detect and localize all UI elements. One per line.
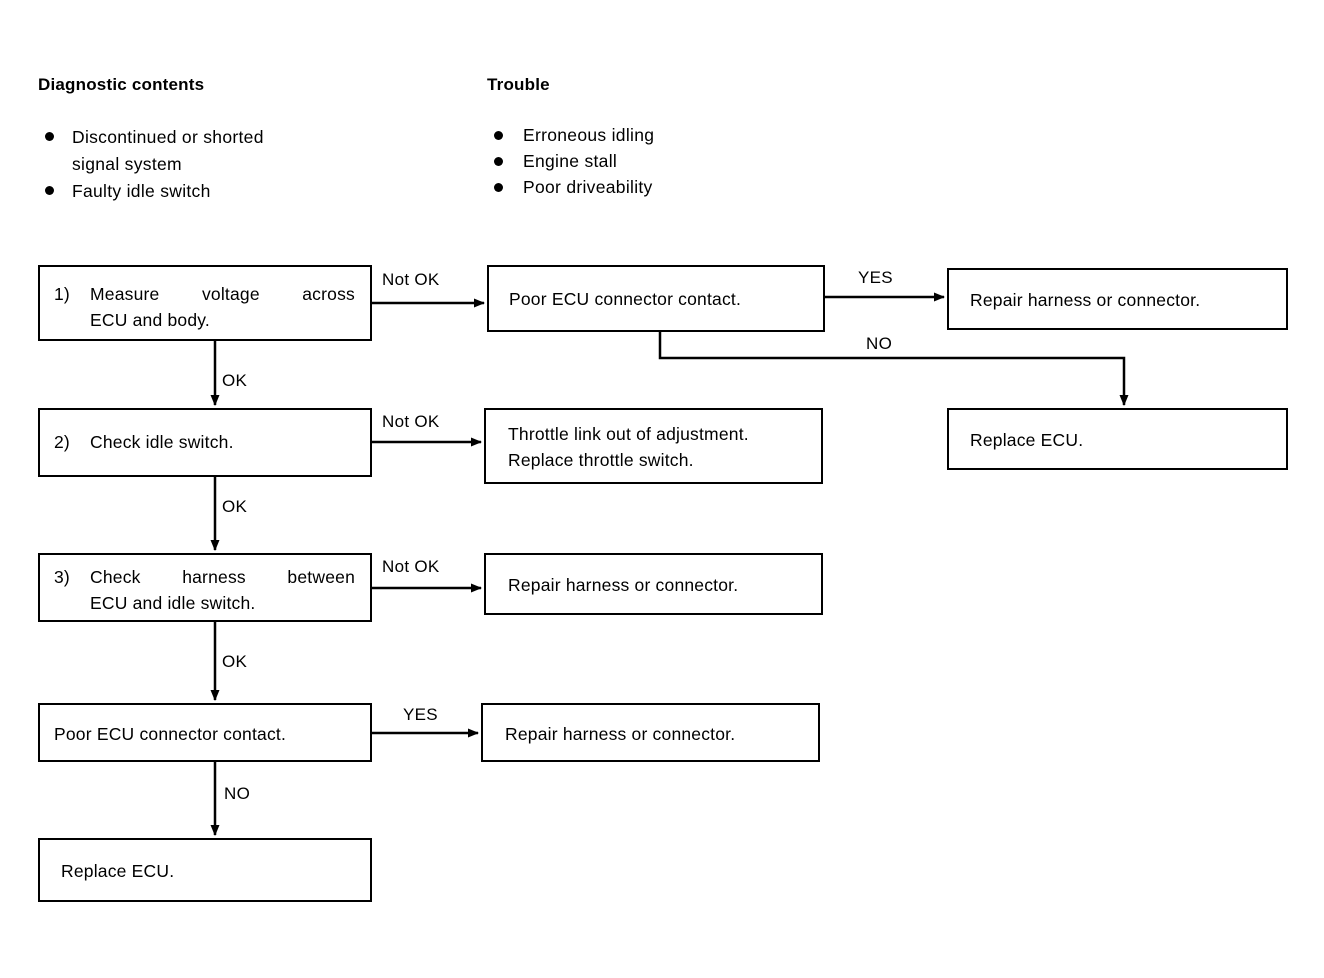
trouble-item-0: Erroneous idling bbox=[523, 125, 655, 145]
node-step1-number: 1) bbox=[54, 284, 70, 304]
edge-label-step1-not-ok: Not OK bbox=[382, 270, 440, 289]
node-step1-line2: ECU and body. bbox=[90, 310, 210, 330]
node-poor-ecu-connector-contact-1[interactable]: Poor ECU connector contact. bbox=[487, 265, 825, 332]
edge-label-step3-not-ok: Not OK bbox=[382, 557, 440, 576]
node-poor-ecu-connector-contact-1-text: Poor ECU connector contact. bbox=[509, 289, 742, 309]
node-repair-harness-or-connector-2[interactable]: Repair harness or connector. bbox=[484, 553, 823, 615]
bullet-icon bbox=[494, 131, 503, 140]
node-throttle-link-line2: Replace throttle switch. bbox=[508, 450, 694, 470]
bullet-icon bbox=[494, 183, 503, 192]
node-step3-line1: Check harness between bbox=[90, 567, 355, 587]
node-step3-number: 3) bbox=[54, 567, 70, 587]
bullet-icon bbox=[45, 132, 54, 141]
node-replace-ecu-right-text: Replace ECU. bbox=[970, 430, 1084, 450]
node-step1[interactable]: 1) Measure voltage across ECU and body. bbox=[38, 265, 372, 341]
edge-label-no-row1: NO bbox=[866, 334, 893, 353]
diagnostic-contents-title: Diagnostic contents bbox=[38, 75, 205, 94]
trouble-item-1: Engine stall bbox=[523, 151, 618, 171]
edge-label-step3-ok: OK bbox=[222, 652, 248, 671]
edge-label-step2-ok: OK bbox=[222, 497, 248, 516]
node-step2-number: 2) bbox=[54, 432, 70, 452]
node-poor-ecu-connector-contact-2[interactable]: Poor ECU connector contact. bbox=[38, 703, 372, 762]
bullet-icon bbox=[494, 157, 503, 166]
trouble-item-2: Poor driveability bbox=[523, 177, 653, 197]
node-replace-ecu-bottom[interactable]: Replace ECU. bbox=[38, 838, 372, 902]
node-step2-line1: Check idle switch. bbox=[90, 432, 234, 452]
node-repair-harness-or-connector-3[interactable]: Repair harness or connector. bbox=[481, 703, 820, 762]
node-replace-ecu-bottom-text: Replace ECU. bbox=[61, 861, 175, 881]
node-repair-harness-or-connector-3-text: Repair harness or connector. bbox=[505, 724, 736, 744]
node-throttle-link-line1: Throttle link out of adjustment. bbox=[508, 424, 749, 444]
edge-label-step4-no: NO bbox=[224, 784, 251, 803]
bullet-icon bbox=[45, 186, 54, 195]
node-step2[interactable]: 2) Check idle switch. bbox=[38, 408, 372, 477]
edge-label-yes-row1: YES bbox=[858, 268, 893, 287]
node-step3-line2: ECU and idle switch. bbox=[90, 593, 256, 613]
node-step1-line1: Measure voltage across bbox=[90, 284, 355, 304]
trouble-title: Trouble bbox=[487, 75, 550, 94]
diagnostic-item-0-line1: Discontinued or shorted bbox=[72, 127, 264, 147]
node-poor-ecu-connector-contact-2-text: Poor ECU connector contact. bbox=[54, 724, 287, 744]
node-replace-ecu-right[interactable]: Replace ECU. bbox=[947, 408, 1288, 470]
node-repair-harness-or-connector-2-text: Repair harness or connector. bbox=[508, 575, 739, 595]
node-throttle-link-out-of-adjustment[interactable]: Throttle link out of adjustment. Replace… bbox=[484, 408, 823, 484]
edge-label-step4-yes: YES bbox=[403, 705, 438, 724]
edge-label-step1-ok: OK bbox=[222, 371, 248, 390]
diagnostic-item-1-line1: Faulty idle switch bbox=[72, 181, 211, 201]
node-repair-harness-or-connector-1[interactable]: Repair harness or connector. bbox=[947, 268, 1288, 330]
edge-label-step2-not-ok: Not OK bbox=[382, 412, 440, 431]
node-step3[interactable]: 3) Check harness between ECU and idle sw… bbox=[38, 553, 372, 622]
node-repair-harness-or-connector-1-text: Repair harness or connector. bbox=[970, 290, 1201, 310]
diagnostic-item-0-line2: signal system bbox=[72, 154, 182, 174]
